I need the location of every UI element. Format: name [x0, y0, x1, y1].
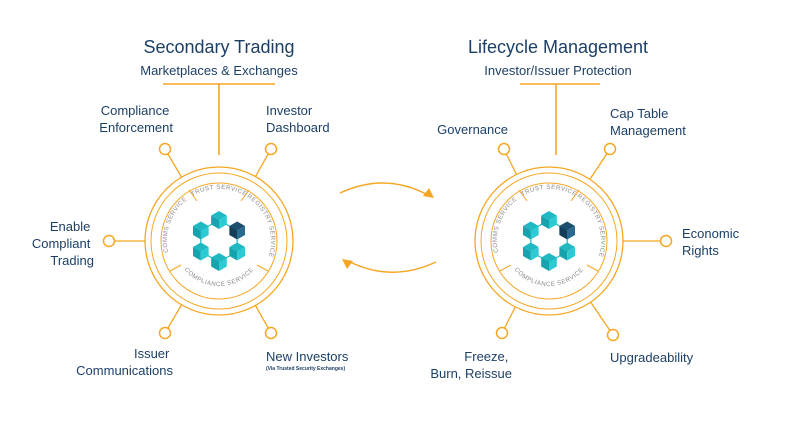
label-new-investors: New Investors — [266, 349, 349, 364]
cube-face — [192, 221, 209, 231]
right-inner-ring — [490, 182, 608, 300]
right-node-economic-rights — [659, 234, 673, 248]
label-enable-compliant-trading: Enable Compliant Trading — [32, 219, 94, 268]
cube-face — [237, 247, 246, 261]
arrow-left-head — [342, 259, 353, 269]
arrow-right-head — [423, 188, 434, 198]
cube-face — [219, 215, 227, 229]
cube-face — [211, 257, 219, 271]
left-diagram: Secondary Trading Marketplaces & Exchang… — [32, 37, 349, 378]
left-title: Secondary Trading — [143, 37, 294, 57]
left-ring-divider — [240, 189, 250, 202]
right-node-freeze — [495, 326, 509, 340]
label-investor-dashboard: Investor Dashboard — [266, 103, 330, 135]
cube-dark-face — [559, 226, 568, 240]
cube-face — [211, 211, 227, 220]
left-ring-divider — [188, 189, 198, 202]
arrow-right — [339, 182, 429, 196]
cycle-arrows — [339, 182, 437, 273]
cube-face — [229, 242, 246, 252]
cube-face — [567, 247, 576, 261]
right-ring-divider — [499, 264, 512, 272]
left-node-compliance-enforcement — [158, 142, 172, 156]
cube-face — [541, 253, 557, 262]
cube-face — [522, 221, 539, 231]
cube-face — [530, 247, 539, 261]
cube-dark-face — [567, 226, 576, 240]
label-freeze-burn-reissue: Freeze, Burn, Reissue — [430, 349, 512, 381]
label-issuer-communications: Issuer Communications — [76, 346, 173, 378]
label-upgradeability: Upgradeability — [610, 350, 694, 365]
cube-dark-face — [237, 226, 246, 240]
cube-face — [541, 211, 557, 220]
right-subtitle: Investor/Issuer Protection — [484, 63, 631, 78]
cube-face — [192, 247, 201, 261]
cube-face — [229, 247, 238, 261]
cube-face — [211, 253, 227, 262]
cube-face — [522, 226, 531, 240]
left-node-new-investors — [264, 326, 278, 340]
label-cap-table-management: Cap Table Management — [610, 106, 686, 138]
cube-face — [530, 226, 539, 240]
cube-dark-face — [229, 226, 238, 240]
cube-face — [522, 242, 539, 252]
left-node-issuer-comms — [158, 326, 172, 340]
cube-face — [200, 247, 209, 261]
cube-face — [549, 257, 557, 271]
cube-face — [549, 215, 557, 229]
right-node-cap-table — [603, 142, 617, 156]
cube-face — [192, 242, 209, 252]
right-hex-cluster — [522, 211, 576, 271]
label-new-investors-note: (Via Trusted Security Exchanges) — [266, 366, 345, 372]
right-node-upgradeability — [606, 328, 620, 342]
cube-face — [541, 257, 549, 271]
cube-dark-face — [559, 221, 576, 231]
cube-face — [200, 226, 209, 240]
label-economic-rights: Economic Rights — [682, 226, 743, 258]
cube-face — [541, 215, 549, 229]
right-title: Lifecycle Management — [468, 37, 648, 57]
arrow-left — [347, 260, 437, 273]
cube-face — [192, 226, 201, 240]
right-diagram: Lifecycle Management Investor/Issuer Pro… — [430, 37, 743, 381]
right-ring-divider — [586, 264, 599, 272]
left-node-investor-dashboard — [264, 142, 278, 156]
label-compliance-enforcement: Compliance Enforcement — [99, 103, 173, 135]
left-node-enable-trading — [102, 234, 116, 248]
left-ring-divider — [256, 264, 269, 272]
label-governance: Governance — [437, 122, 508, 137]
left-hex-cluster — [192, 211, 246, 271]
cube-face — [522, 247, 531, 261]
cube-dark-face — [229, 221, 246, 231]
right-ring-divider — [518, 189, 528, 202]
cube-face — [559, 247, 568, 261]
right-ring-divider — [570, 189, 580, 202]
cube-face — [211, 215, 219, 229]
left-inner-ring — [160, 182, 278, 300]
cube-face — [559, 242, 576, 252]
left-ring-divider — [169, 264, 182, 272]
right-node-governance — [497, 142, 511, 156]
cube-face — [219, 257, 227, 271]
left-subtitle: Marketplaces & Exchanges — [140, 63, 298, 78]
